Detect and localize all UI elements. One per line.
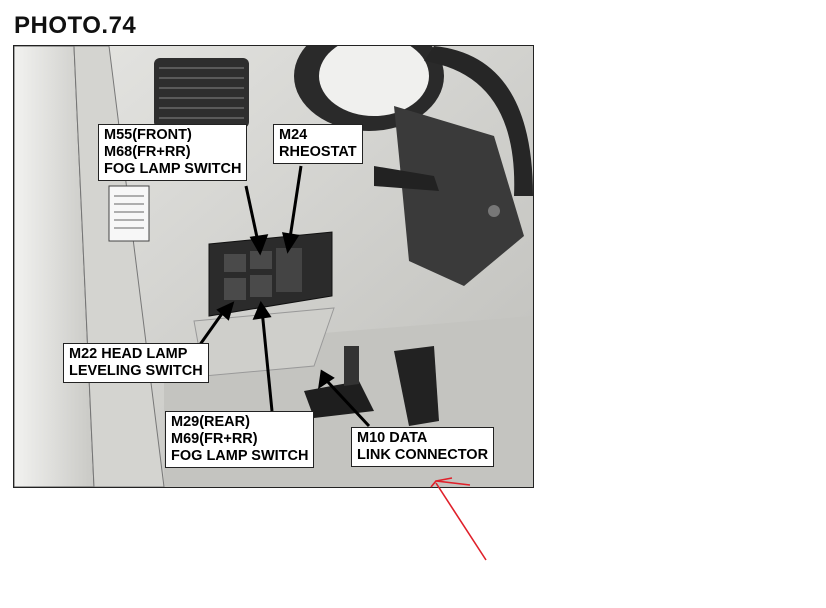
- accelerator-pedal: [394, 346, 439, 426]
- info-sticker: [108, 185, 150, 242]
- sticker-lines: [114, 195, 144, 229]
- photo-title: PHOTO.74: [14, 12, 137, 39]
- label-head-lamp-leveling-switch: M22 HEAD LAMP LEVELING SWITCH: [63, 343, 209, 383]
- steering-wheel: [424, 46, 533, 196]
- column-screw: [488, 205, 500, 217]
- label-rheostat: M24 RHEOSTAT: [273, 124, 363, 164]
- switch-leveling: [224, 278, 246, 300]
- label-fog-lamp-front-switch: M55(FRONT) M68(FR+RR) FOG LAMP SWITCH: [98, 124, 248, 181]
- switch-headlamp-icon: [224, 254, 246, 272]
- label-fog-lamp-rear-switch: M29(REAR) M69(FR+RR) FOG LAMP SWITCH: [165, 411, 315, 468]
- air-vent: [154, 58, 249, 128]
- switch-fog-front: [250, 251, 272, 269]
- brake-pedal: [304, 381, 374, 418]
- switch-fog-rear: [250, 275, 272, 297]
- label-data-link-connector: M10 DATA LINK CONNECTOR: [351, 427, 495, 467]
- pointer-arrows: [197, 165, 371, 428]
- red-annotation-arrow: [435, 482, 487, 561]
- stalk-lever: [374, 166, 439, 191]
- speedometer-face: [319, 46, 429, 116]
- steering-column: [394, 106, 524, 286]
- dashboard-photo: M55(FRONT) M68(FR+RR) FOG LAMP SWITCH M2…: [13, 45, 534, 488]
- brake-pedal-arm: [344, 346, 359, 386]
- vent-slats: [159, 67, 244, 119]
- switch-rheostat: [276, 248, 302, 292]
